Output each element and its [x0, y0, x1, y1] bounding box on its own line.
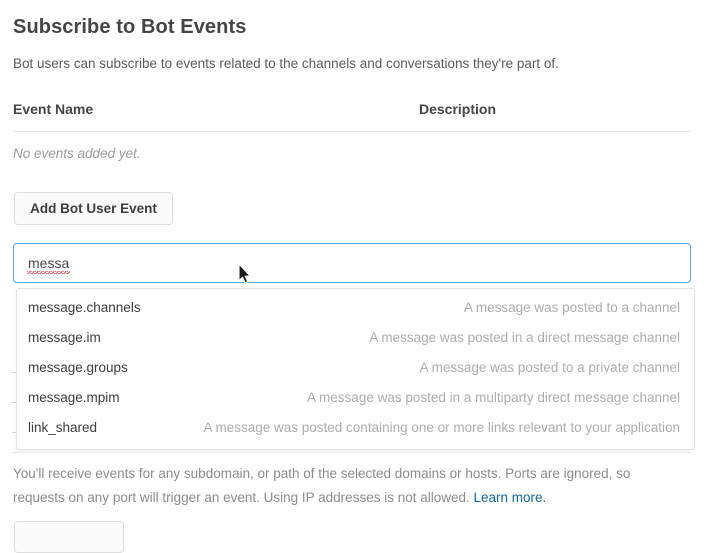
suggestion-item[interactable]: A message was posted to a channel messag… — [17, 293, 694, 323]
helper-text-block: You'll receive events for any subdomain,… — [13, 462, 683, 510]
suggestion-item[interactable]: A message was posted to a private channe… — [17, 353, 694, 383]
suggestion-description: A message was posted in a multiparty dir… — [307, 390, 680, 405]
learn-more-link[interactable]: Learn more. — [473, 490, 547, 505]
suggestion-name: message.im — [28, 330, 101, 345]
suggestion-item[interactable]: A message was posted in a direct message… — [17, 323, 694, 353]
event-search-input[interactable] — [13, 243, 691, 283]
suggestion-description: A message was posted containing one or m… — [203, 420, 680, 435]
background-tick-mark — [12, 432, 16, 433]
events-table-empty-message: No events added yet. — [13, 146, 141, 161]
events-table-divider — [13, 131, 691, 132]
suggestion-item[interactable]: A message was posted containing one or m… — [17, 413, 694, 443]
spellcheck-underline — [27, 271, 70, 274]
background-tick-mark — [12, 372, 16, 373]
page-subtitle: Bot users can subscribe to events relate… — [13, 56, 559, 71]
page-title: Subscribe to Bot Events — [13, 16, 247, 38]
suggestion-name: message.mpim — [28, 390, 120, 405]
suggestion-description: A message was posted to a channel — [463, 300, 680, 315]
suggestion-name: message.groups — [28, 360, 128, 375]
events-table-header-row: Event Name Description — [13, 101, 691, 132]
background-tick-mark — [12, 402, 16, 403]
event-suggestions-dropdown[interactable]: A message was posted to a channel messag… — [16, 288, 695, 450]
column-header-event-name: Event Name — [13, 101, 94, 117]
suggestion-description: A message was posted in a direct message… — [369, 330, 680, 345]
add-bot-user-event-button[interactable]: Add Bot User Event — [14, 192, 173, 225]
helper-text: You'll receive events for any subdomain,… — [13, 466, 631, 505]
suggestion-description: A message was posted to a private channe… — [419, 360, 680, 375]
suggestion-name: message.channels — [28, 300, 141, 315]
bottom-cropped-button[interactable] — [14, 521, 124, 553]
suggestion-item[interactable]: A message was posted in a multiparty dir… — [17, 383, 694, 413]
events-table: Event Name Description — [13, 101, 691, 132]
bot-events-settings-page: Subscribe to Bot Events Bot users can su… — [12, 16, 695, 553]
suggestion-name: link_shared — [28, 420, 98, 435]
section-divider — [13, 452, 691, 453]
column-header-description: Description — [419, 101, 497, 117]
event-search-input-value: messa — [28, 255, 70, 271]
